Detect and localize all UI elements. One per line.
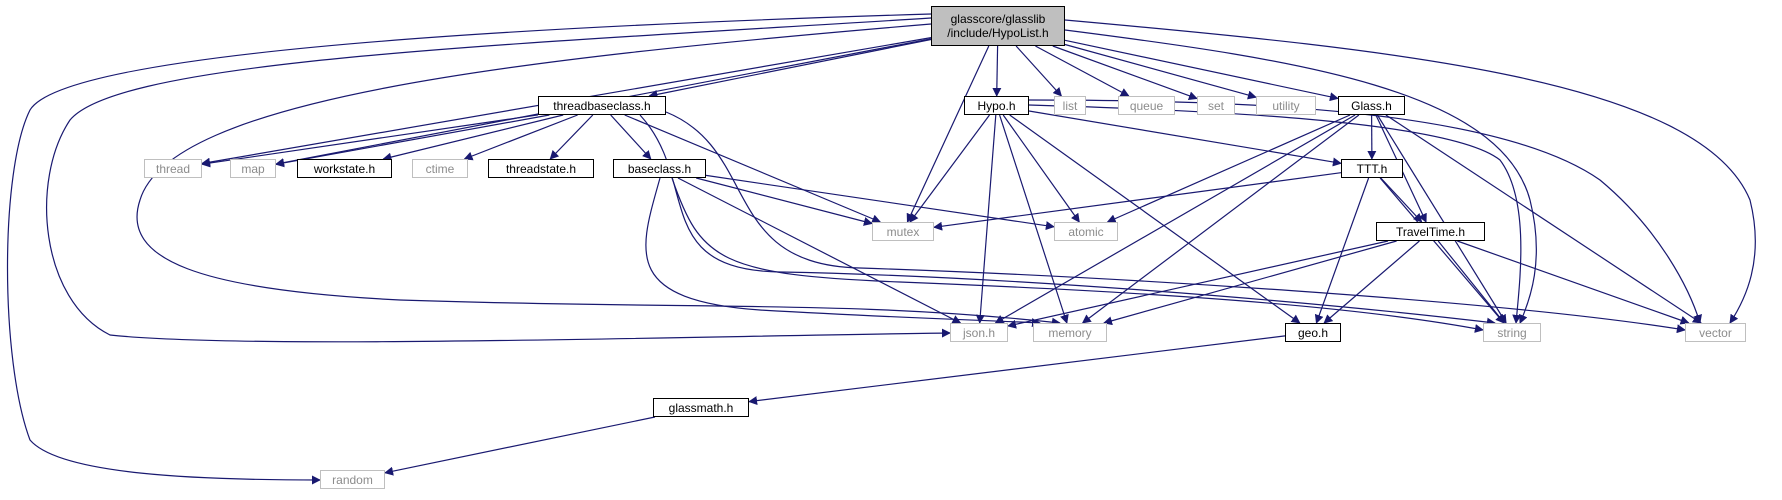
node-string: string: [1483, 323, 1541, 342]
edge-hypolist-to-utility: [1064, 43, 1257, 100]
edge-threadbaseclass-to-baseclass: [610, 114, 652, 160]
edge-threadbaseclass-to-mutex: [624, 114, 882, 224]
edge-hypolist-to-hypo: [992, 45, 1002, 97]
node-list: list: [1054, 96, 1086, 115]
edge-hypo-to-string: [1028, 104, 1522, 324]
edge-hypo-to-memory: [999, 114, 1069, 324]
edge-threadbaseclass-to-workstate: [382, 114, 564, 162]
edge-hypolist-to-vector: [1064, 19, 1756, 324]
edge-hypo-to-mutex: [909, 114, 990, 223]
edge-hypolist-to-json: [46, 17, 951, 343]
edge-hypolist-to-mutex: [906, 45, 990, 223]
edge-baseclass-to-atomic: [705, 174, 1055, 231]
node-queue: queue: [1118, 96, 1175, 115]
edge-hypo-to-ttt: [1028, 110, 1342, 167]
node-json: json.h: [950, 323, 1008, 342]
edge-baseclass-to-mutex: [696, 177, 873, 226]
node-memory: memory: [1033, 323, 1107, 342]
node-threadbaseclass[interactable]: threadbaseclass.h: [538, 96, 666, 115]
node-random: random: [320, 470, 385, 489]
edge-hypolist-to-set: [1052, 45, 1198, 101]
node-glassmath[interactable]: glassmath.h: [653, 398, 749, 417]
edge-hypolist-to-list: [1015, 45, 1063, 97]
node-baseclass[interactable]: baseclass.h: [613, 159, 706, 178]
edge-ttt-to-geo: [1314, 177, 1370, 324]
edge-glass-to-json: [994, 114, 1356, 324]
edge-threadbaseclass-to-threadstate: [549, 114, 594, 160]
node-atomic: atomic: [1054, 222, 1118, 241]
node-hypolist[interactable]: glasscore/glasslib /include/HypoList.h: [931, 6, 1065, 46]
edge-threadbaseclass-to-string: [639, 114, 1496, 327]
node-thread: thread: [144, 159, 202, 178]
edge-hypolist-to-glass: [1064, 39, 1339, 102]
edge-threadbaseclass-to-thread: [201, 114, 539, 168]
edge-hypolist-to-queue: [1035, 45, 1130, 97]
edge-traveltime-to-string: [1437, 240, 1505, 324]
edge-traveltime-to-geo: [1323, 240, 1420, 324]
edge-threadbaseclass-to-map: [275, 114, 550, 168]
edge-hypo-to-json: [975, 114, 997, 324]
node-vector: vector: [1685, 323, 1746, 342]
node-threadstate[interactable]: threadstate.h: [488, 159, 594, 178]
edge-traveltime-to-memory: [1103, 240, 1397, 326]
node-utility: utility: [1256, 96, 1316, 115]
edge-ttt-to-mutex: [933, 172, 1342, 231]
edge-ttt-to-string: [1379, 177, 1505, 324]
edge-hypo-to-vector: [1028, 99, 1702, 324]
node-ttt[interactable]: TTT.h: [1341, 159, 1403, 178]
node-geo[interactable]: geo.h: [1285, 323, 1341, 342]
edge-glass-to-string: [1376, 114, 1507, 324]
node-ctime: ctime: [412, 159, 468, 178]
edge-hypo-to-atomic: [1002, 114, 1080, 223]
node-glass[interactable]: Glass.h: [1338, 96, 1405, 115]
node-traveltime[interactable]: TravelTime.h: [1376, 222, 1485, 241]
edge-geo-to-glassmath: [748, 335, 1286, 406]
edge-hypolist-to-threadbaseclass: [648, 38, 932, 99]
node-mutex: mutex: [872, 222, 934, 241]
edge-glass-to-vector: [1385, 114, 1702, 324]
edge-ttt-to-traveltime: [1380, 177, 1423, 223]
edge-glass-to-atomic: [1106, 114, 1351, 223]
node-set: set: [1197, 96, 1235, 115]
edge-baseclass-to-json: [677, 177, 962, 324]
edge-traveltime-to-vector: [1457, 240, 1690, 325]
edge-hypolist-to-random: [6, 13, 932, 485]
edge-threadbaseclass-to-vector: [665, 111, 1686, 334]
edge-hypo-to-geo: [1009, 114, 1301, 324]
edge-threadbaseclass-to-ctime: [463, 114, 578, 161]
edge-hypolist-to-string: [1064, 29, 1537, 324]
edge-traveltime-to-json: [1007, 240, 1389, 329]
edge-glassmath-to-random: [384, 416, 656, 476]
edge-hypolist-to-memory: [136, 23, 1061, 327]
node-hypo[interactable]: Hypo.h: [964, 96, 1029, 115]
edge-glass-to-memory: [1081, 114, 1360, 324]
edge-baseclass-to-string: [671, 177, 1484, 333]
node-workstate[interactable]: workstate.h: [297, 159, 392, 178]
node-map: map: [230, 159, 276, 178]
